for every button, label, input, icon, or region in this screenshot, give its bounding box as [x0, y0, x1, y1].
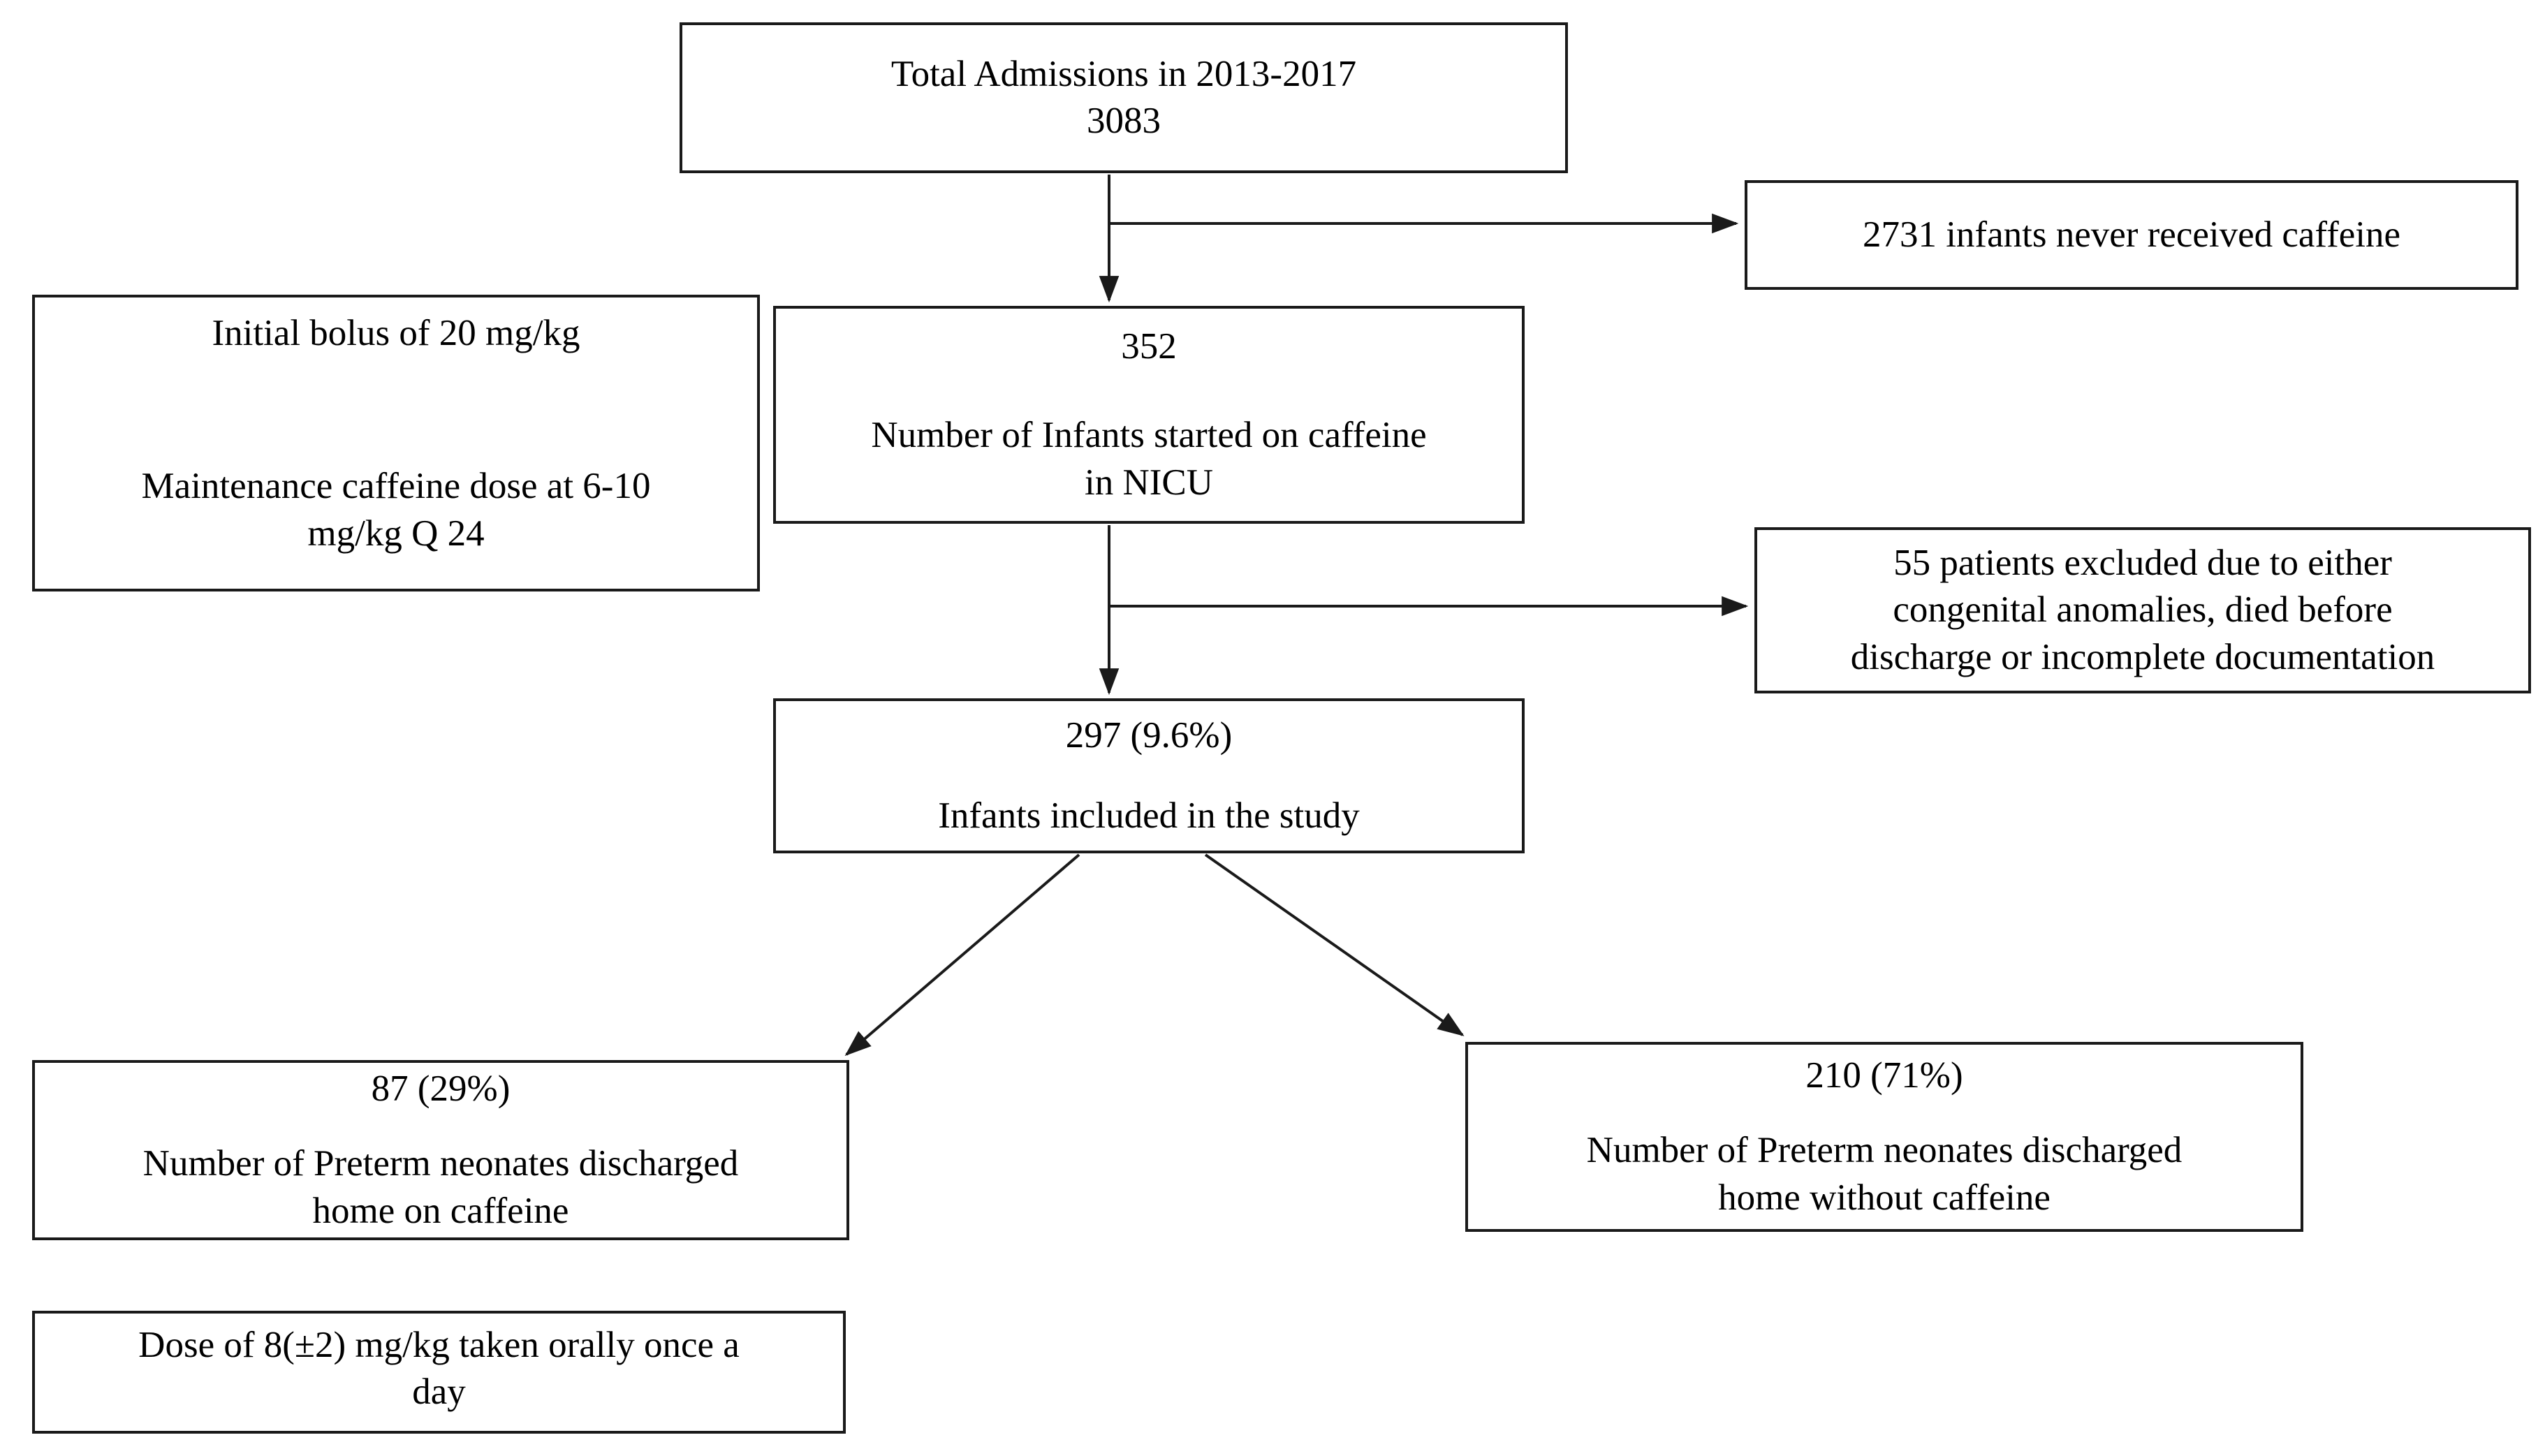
excluded-text: 55 patients excluded due to either conge…	[1850, 543, 2435, 677]
arrow-included-to-on-caffeine	[844, 853, 1080, 1057]
node-discharged-home-on-caffeine: 87 (29%) Number of Preterm neonates disc…	[32, 1060, 849, 1240]
discharged-without-caffeine-value: 210 (71%)	[1805, 1055, 1963, 1096]
home-dose-text: Dose of 8(±2) mg/kg taken orally once a …	[138, 1325, 740, 1413]
node-total-admissions: Total Admissions in 2013-2017 3083	[680, 22, 1568, 173]
node-started-on-caffeine: 352 Number of Infants started on caffein…	[773, 306, 1525, 524]
total-admissions-value: 3083	[1087, 101, 1161, 141]
node-home-dose: Dose of 8(±2) mg/kg taken orally once a …	[32, 1311, 846, 1434]
arrow-included-to-without-caffeine	[1204, 853, 1465, 1036]
included-in-study-label: Infants included in the study	[938, 795, 1360, 836]
node-never-received-caffeine: 2731 infants never received caffeine	[1745, 180, 2518, 290]
node-nicu-dosing-protocol: Initial bolus of 20 mg/kg Maintenance ca…	[32, 295, 760, 591]
node-included-in-study: 297 (9.6%) Infants included in the study	[773, 698, 1525, 853]
started-on-caffeine-value: 352	[1121, 326, 1177, 367]
discharged-on-caffeine-value: 87 (29%)	[371, 1068, 511, 1110]
total-admissions-title: Total Admissions in 2013-2017	[890, 53, 1357, 94]
dosing-protocol-bolus: Initial bolus of 20 mg/kg	[212, 313, 580, 353]
discharged-on-caffeine-label: Number of Preterm neonates discharged ho…	[142, 1143, 739, 1231]
node-excluded: 55 patients excluded due to either conge…	[1754, 527, 2531, 693]
included-in-study-value: 297 (9.6%)	[1065, 714, 1233, 756]
node-discharged-home-without-caffeine: 210 (71%) Number of Preterm neonates dis…	[1465, 1042, 2303, 1232]
dosing-protocol-maintenance: Maintenance caffeine dose at 6-10 mg/kg …	[141, 466, 651, 554]
started-on-caffeine-label: Number of Infants started on caffeine in…	[871, 415, 1427, 503]
discharged-without-caffeine-label: Number of Preterm neonates discharged ho…	[1586, 1130, 2183, 1218]
never-received-caffeine-text: 2731 infants never received caffeine	[1862, 214, 2401, 255]
